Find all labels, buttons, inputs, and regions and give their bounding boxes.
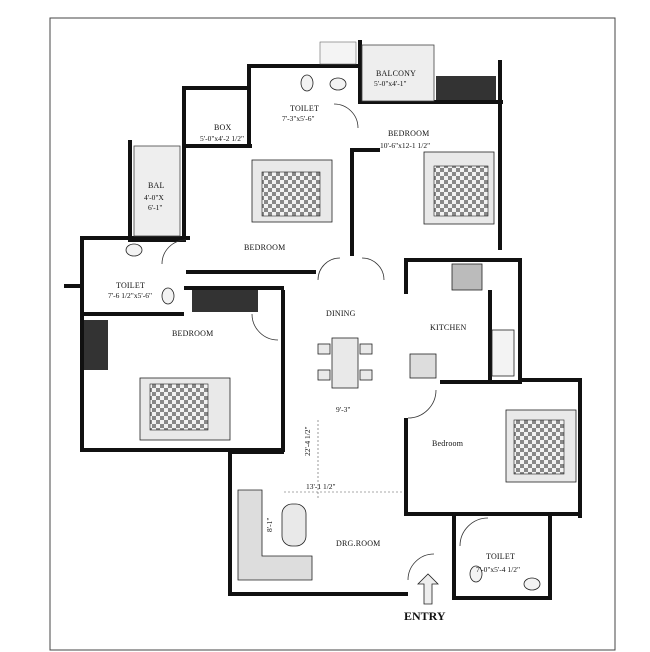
wardrobe-left-bedroom [192, 290, 258, 312]
entry-arrow-icon [417, 573, 439, 605]
box-name: BOX [214, 123, 232, 132]
dining-table [317, 337, 373, 389]
balcony-hatch [133, 41, 435, 237]
wardrobe-left-wall [84, 320, 108, 370]
walls [64, 40, 582, 600]
fridge [409, 353, 437, 379]
drawing-dim-vertical: 22'-4 1/2" [303, 426, 312, 456]
dining-dim: 9'-3" [336, 405, 350, 414]
bed-left [139, 377, 231, 441]
wardrobe-top-right [436, 76, 496, 100]
cooktop [451, 263, 483, 291]
bal-left-dim1: 4'-0"X [144, 193, 164, 202]
bed-right [423, 151, 495, 225]
bed-lower-right [505, 409, 577, 483]
drawing-room-name: DRG.ROOM [336, 539, 381, 548]
toilet-bottom-name: TOILET [486, 552, 515, 561]
basin-top [329, 77, 347, 91]
toilet-left-name: TOILET [116, 281, 145, 290]
kitchen-sink [491, 329, 515, 377]
toilet-top-name: TOILET [290, 104, 319, 113]
basin-left [125, 243, 143, 257]
balcony-top-dim: 5'-0"x4'-1" [374, 79, 407, 88]
balcony-top-name: BALCONY [376, 69, 416, 78]
entry-label: ENTRY [404, 609, 446, 623]
door-swings [161, 103, 489, 581]
bedroom-right-dim: 10'-6"x12-1 1/2" [380, 141, 430, 150]
sofa-dim: 8'-1" [265, 518, 274, 532]
bal-left-dim2: 6'-1" [148, 203, 162, 212]
wc-top [300, 74, 314, 92]
toilet-bottom-dim: 7'-0"x5'-4 1/2" [476, 565, 520, 574]
drawing-dim-horizontal: 13'-1 1/2" [306, 482, 336, 491]
bed-center [251, 159, 333, 223]
bal-left-name: BAL [148, 181, 165, 190]
box-dim: 5'-0"x4'-2 1/2" [200, 134, 244, 143]
toilet-left-dim: 7'-6 1/2"x5'-6" [108, 291, 152, 300]
dining-name: DINING [326, 309, 356, 318]
wc-bottom [469, 565, 483, 583]
bedroom-right-name: BEDROOM [388, 129, 429, 138]
basin-bottom [523, 577, 541, 591]
bedroom-left-name: BEDROOM [172, 329, 213, 338]
page-border [49, 17, 616, 651]
sofa [237, 489, 313, 581]
wc-left [161, 287, 175, 305]
bedroom-lower-name: Bedroom [432, 439, 464, 448]
bedroom-center-name: BEDROOM [244, 243, 285, 252]
toilet-top-dim: 7'-3"x5'-6" [282, 114, 315, 123]
kitchen-name: KITCHEN [430, 323, 467, 332]
